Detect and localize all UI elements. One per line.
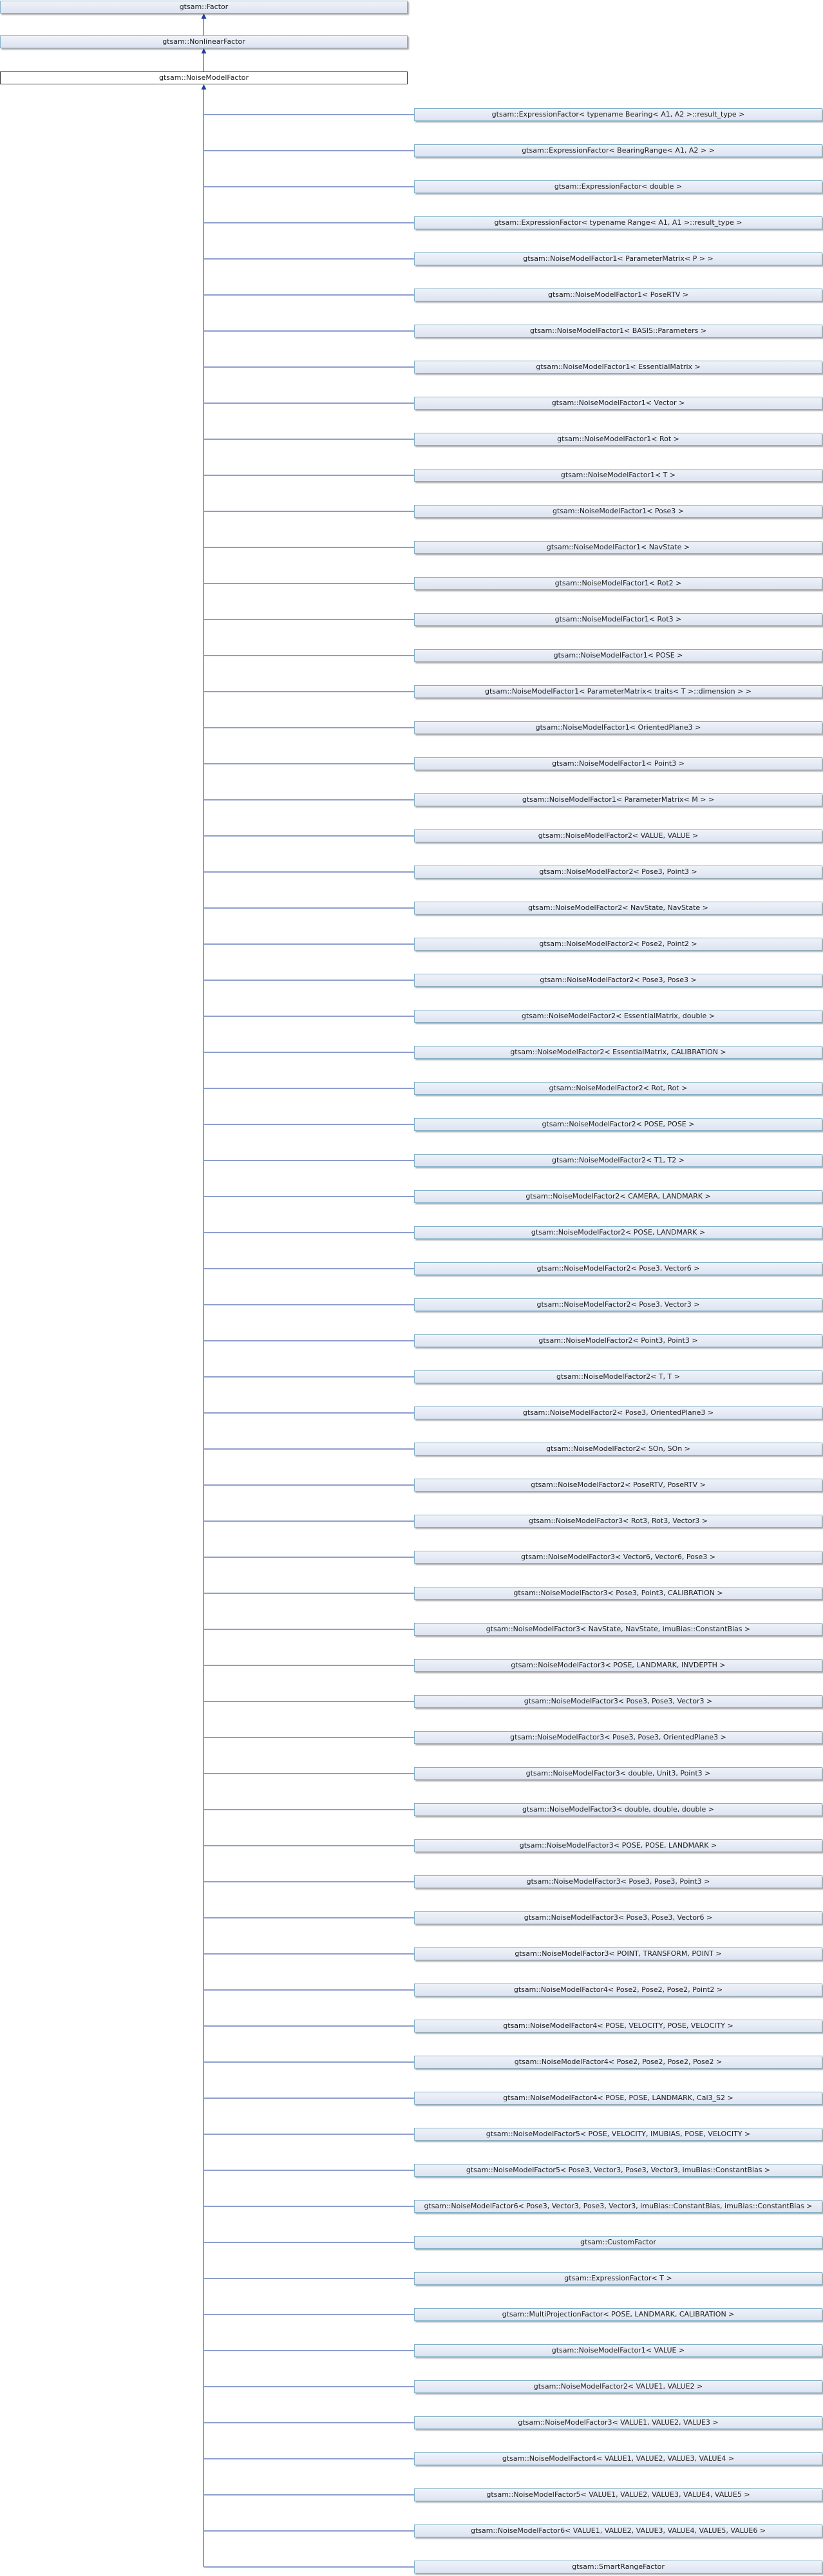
derived-class-node[interactable]: gtsam::NoiseModelFactor3< POINT, TRANSFO…: [414, 1947, 822, 1960]
derived-class-node[interactable]: gtsam::NoiseModelFactor3< Vector6, Vecto…: [414, 1551, 822, 1564]
derived-class-node[interactable]: gtsam::NoiseModelFactor6< VALUE1, VALUE2…: [414, 2524, 822, 2537]
derived-class-node[interactable]: gtsam::NoiseModelFactor5< Pose3, Vector3…: [414, 2164, 822, 2177]
derived-class-node[interactable]: gtsam::ExpressionFactor< typename Bearin…: [414, 108, 822, 121]
derived-class-node[interactable]: gtsam::NoiseModelFactor1< POSE >: [414, 649, 822, 662]
derived-class-node[interactable]: gtsam::NoiseModelFactor4< Pose2, Pose2, …: [414, 2056, 822, 2069]
derived-class-node[interactable]: gtsam::NoiseModelFactor1< PoseRTV >: [414, 289, 822, 301]
derived-class-node[interactable]: gtsam::NoiseModelFactor1< ParameterMatri…: [414, 252, 822, 265]
arrowhead-nonlinear-factor: [201, 48, 207, 53]
derived-class-node[interactable]: gtsam::MultiProjectionFactor< POSE, LAND…: [414, 2308, 822, 2321]
derived-class-node[interactable]: gtsam::NoiseModelFactor4< Pose2, Pose2, …: [414, 1984, 822, 1996]
derived-class-node[interactable]: gtsam::NoiseModelFactor2< CAMERA, LANDMA…: [414, 1190, 822, 1203]
derived-class-node[interactable]: gtsam::NoiseModelFactor1< Vector >: [414, 397, 822, 410]
derived-class-node[interactable]: gtsam::NoiseModelFactor3< Pose3, Pose3, …: [414, 1875, 822, 1888]
derived-class-node[interactable]: gtsam::NoiseModelFactor2< Pose3, Point3 …: [414, 866, 822, 878]
derived-class-node[interactable]: gtsam::NoiseModelFactor6< Pose3, Vector3…: [414, 2200, 822, 2213]
derived-class-node[interactable]: gtsam::NoiseModelFactor2< EssentialMatri…: [414, 1010, 822, 1023]
derived-class-node[interactable]: gtsam::ExpressionFactor< double >: [414, 180, 822, 193]
derived-class-node[interactable]: gtsam::NoiseModelFactor1< OrientedPlane3…: [414, 721, 822, 734]
derived-class-node[interactable]: gtsam::NoiseModelFactor3< Pose3, Pose3, …: [414, 1695, 822, 1708]
derived-class-node[interactable]: gtsam::NoiseModelFactor3< double, double…: [414, 1803, 822, 1816]
derived-class-node[interactable]: gtsam::NoiseModelFactor3< POSE, LANDMARK…: [414, 1659, 822, 1672]
derived-class-node[interactable]: gtsam::NoiseModelFactor2< EssentialMatri…: [414, 1046, 822, 1059]
derived-class-node[interactable]: gtsam::NoiseModelFactor2< Pose2, Point2 …: [414, 938, 822, 951]
derived-class-node[interactable]: gtsam::NoiseModelFactor2< Point3, Point3…: [414, 1334, 822, 1347]
derived-class-node[interactable]: gtsam::NoiseModelFactor1< BASIS::Paramet…: [414, 325, 822, 337]
derived-class-node[interactable]: gtsam::CustomFactor: [414, 2236, 822, 2249]
derived-class-node[interactable]: gtsam::NoiseModelFactor4< VALUE1, VALUE2…: [414, 2452, 822, 2465]
derived-class-node[interactable]: gtsam::NoiseModelFactor1< ParameterMatri…: [414, 793, 822, 806]
derived-class-node[interactable]: gtsam::NoiseModelFactor1< T >: [414, 469, 822, 482]
ancestor-node-factor[interactable]: gtsam::Factor: [0, 1, 408, 14]
derived-class-node[interactable]: gtsam::NoiseModelFactor2< Rot, Rot >: [414, 1082, 822, 1095]
derived-class-node[interactable]: gtsam::NoiseModelFactor1< Point3 >: [414, 757, 822, 770]
derived-class-node[interactable]: gtsam::NoiseModelFactor2< VALUE1, VALUE2…: [414, 2380, 822, 2393]
derived-class-node[interactable]: gtsam::NoiseModelFactor2< VALUE, VALUE >: [414, 829, 822, 842]
derived-class-node[interactable]: gtsam::NoiseModelFactor3< Pose3, Point3,…: [414, 1587, 822, 1600]
derived-class-node[interactable]: gtsam::NoiseModelFactor2< Pose3, Vector3…: [414, 1298, 822, 1311]
derived-class-node[interactable]: gtsam::NoiseModelFactor2< POSE, LANDMARK…: [414, 1226, 822, 1239]
derived-class-node[interactable]: gtsam::NoiseModelFactor5< VALUE1, VALUE2…: [414, 2488, 822, 2501]
derived-class-node[interactable]: gtsam::NoiseModelFactor3< Pose3, Pose3, …: [414, 1731, 822, 1744]
derived-class-node[interactable]: gtsam::NoiseModelFactor3< double, Unit3,…: [414, 1767, 822, 1780]
derived-class-node[interactable]: gtsam::NoiseModelFactor1< VALUE >: [414, 2344, 822, 2357]
arrowhead-noise-model-factor: [201, 84, 207, 90]
derived-class-node[interactable]: gtsam::NoiseModelFactor4< POSE, POSE, LA…: [414, 2092, 822, 2105]
current-node-noise-model-factor: gtsam::NoiseModelFactor: [0, 71, 408, 84]
derived-class-node[interactable]: gtsam::SmartRangeFactor: [414, 2561, 822, 2573]
derived-class-node[interactable]: gtsam::NoiseModelFactor1< EssentialMatri…: [414, 361, 822, 374]
derived-class-node[interactable]: gtsam::ExpressionFactor< BearingRange< A…: [414, 144, 822, 157]
derived-class-node[interactable]: gtsam::NoiseModelFactor4< POSE, VELOCITY…: [414, 2020, 822, 2032]
derived-class-node[interactable]: gtsam::NoiseModelFactor2< Pose3, Vector6…: [414, 1262, 822, 1275]
ancestor-node-nonlinear-factor[interactable]: gtsam::NonlinearFactor: [0, 35, 408, 48]
derived-class-node[interactable]: gtsam::NoiseModelFactor2< POSE, POSE >: [414, 1118, 822, 1131]
derived-class-node[interactable]: gtsam::NoiseModelFactor2< T1, T2 >: [414, 1154, 822, 1167]
derived-class-node[interactable]: gtsam::NoiseModelFactor3< Rot3, Rot3, Ve…: [414, 1515, 822, 1528]
derived-class-node[interactable]: gtsam::NoiseModelFactor1< Pose3 >: [414, 505, 822, 518]
derived-class-node[interactable]: gtsam::NoiseModelFactor1< Rot2 >: [414, 577, 822, 590]
derived-class-node[interactable]: gtsam::NoiseModelFactor5< POSE, VELOCITY…: [414, 2128, 822, 2141]
derived-class-node[interactable]: gtsam::NoiseModelFactor3< VALUE1, VALUE2…: [414, 2416, 822, 2429]
derived-class-node[interactable]: gtsam::NoiseModelFactor2< NavState, NavS…: [414, 902, 822, 914]
derived-class-node[interactable]: gtsam::NoiseModelFactor2< Pose3, Pose3 >: [414, 974, 822, 987]
derived-class-node[interactable]: gtsam::NoiseModelFactor1< ParameterMatri…: [414, 685, 822, 698]
arrowhead-factor: [201, 14, 207, 19]
derived-class-node[interactable]: gtsam::NoiseModelFactor2< SOn, SOn >: [414, 1443, 822, 1455]
derived-class-node[interactable]: gtsam::NoiseModelFactor2< PoseRTV, PoseR…: [414, 1479, 822, 1492]
derived-class-node[interactable]: gtsam::NoiseModelFactor1< Rot >: [414, 433, 822, 446]
derived-class-node[interactable]: gtsam::NoiseModelFactor3< NavState, NavS…: [414, 1623, 822, 1636]
derived-class-node[interactable]: gtsam::NoiseModelFactor3< POSE, POSE, LA…: [414, 1839, 822, 1852]
derived-class-node[interactable]: gtsam::ExpressionFactor< T >: [414, 2272, 822, 2285]
derived-class-node[interactable]: gtsam::NoiseModelFactor3< Pose3, Pose3, …: [414, 1911, 822, 1924]
derived-class-node[interactable]: gtsam::NoiseModelFactor1< Rot3 >: [414, 613, 822, 626]
derived-class-node[interactable]: gtsam::NoiseModelFactor1< NavState >: [414, 541, 822, 554]
derived-class-node[interactable]: gtsam::NoiseModelFactor2< T, T >: [414, 1370, 822, 1383]
derived-class-node[interactable]: gtsam::NoiseModelFactor2< Pose3, Oriente…: [414, 1406, 822, 1419]
derived-class-node[interactable]: gtsam::ExpressionFactor< typename Range<…: [414, 216, 822, 229]
